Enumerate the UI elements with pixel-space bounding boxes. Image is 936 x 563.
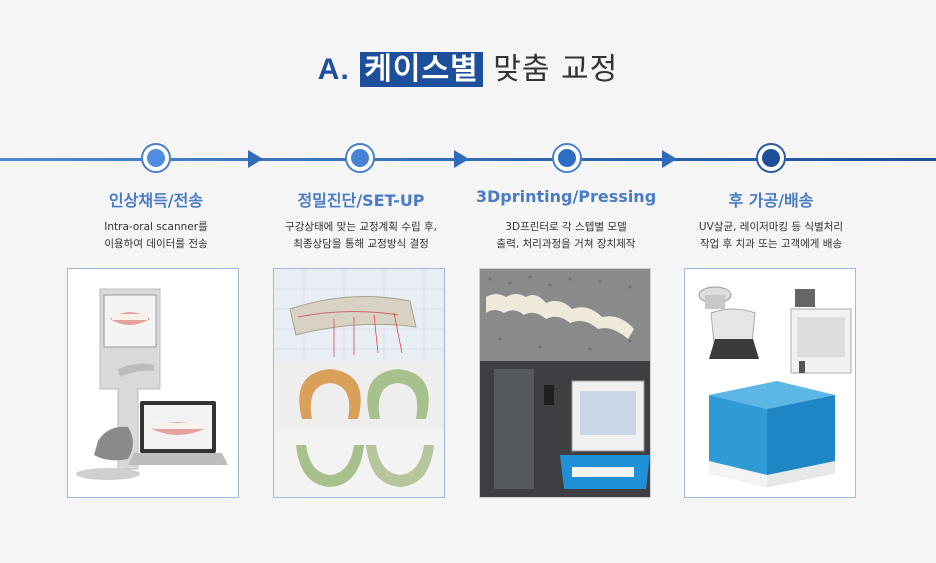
- dental-cad-setup-icon: [274, 269, 444, 497]
- step-image-diagnosis: [273, 268, 445, 498]
- step-desc-line: Intra-oral scanner를: [104, 221, 208, 233]
- step-title-impression: 인상채득/전송: [108, 191, 204, 210]
- step-desc-printing: 3D프린터로 각 스텝별 모델 출력, 처리과정을 거쳐 장치제작: [461, 219, 671, 253]
- timeline-arrow-icon: [454, 150, 469, 168]
- step-desc-impression: Intra-oral scanner를 이용하여 데이터를 전송: [51, 219, 261, 253]
- step-desc-line: 구강상태에 맞는 교정계획 수립 후,: [285, 221, 437, 233]
- step-desc-line: 작업 후 치과 또는 고객에게 배송: [699, 238, 843, 250]
- step-desc-line: 3D프린터로 각 스텝별 모델: [505, 221, 627, 233]
- page-title: A. 케이스별 맞춤 교정: [0, 44, 936, 88]
- step-image-finishing: [684, 268, 856, 498]
- intraoral-scanner-icon: [76, 288, 228, 480]
- timeline-node-2: [345, 143, 375, 173]
- step-desc-finishing: UV살균, 레이저마킹 등 식별처리 작업 후 치과 또는 고객에게 배송: [666, 219, 876, 253]
- timeline-node-3: [552, 143, 582, 173]
- step-desc-line: 이용하여 데이터를 전송: [104, 238, 208, 250]
- step-image-printing: [479, 268, 651, 498]
- step-title-finishing: 후 가공/배송: [728, 191, 814, 210]
- title-highlight: 케이스별: [360, 52, 483, 87]
- title-rest: 맞춤 교정: [493, 52, 619, 87]
- title-prefix: A.: [317, 53, 350, 86]
- step-image-impression: [67, 268, 239, 498]
- step-desc-line: 출력, 처리과정을 거쳐 장치제작: [496, 238, 636, 250]
- step-desc-line: UV살균, 레이저마킹 등 식별처리: [698, 221, 844, 233]
- timeline-node-1: [141, 143, 171, 173]
- 3d-printer-icon: [480, 269, 650, 497]
- finishing-shipping-icon: [698, 286, 852, 487]
- step-desc-diagnosis: 구강상태에 맞는 교정계획 수립 후, 최종상담을 통해 교정방식 결정: [256, 219, 466, 253]
- step-title-diagnosis: 정밀진단/SET-UP: [297, 191, 425, 210]
- timeline-node-4: [756, 143, 786, 173]
- timeline-arrow-icon: [662, 150, 677, 168]
- timeline-arrow-icon: [248, 150, 263, 168]
- step-title-printing: 3Dprinting/Pressing: [475, 187, 657, 206]
- step-desc-line: 최종상담을 통해 교정방식 결정: [293, 238, 429, 250]
